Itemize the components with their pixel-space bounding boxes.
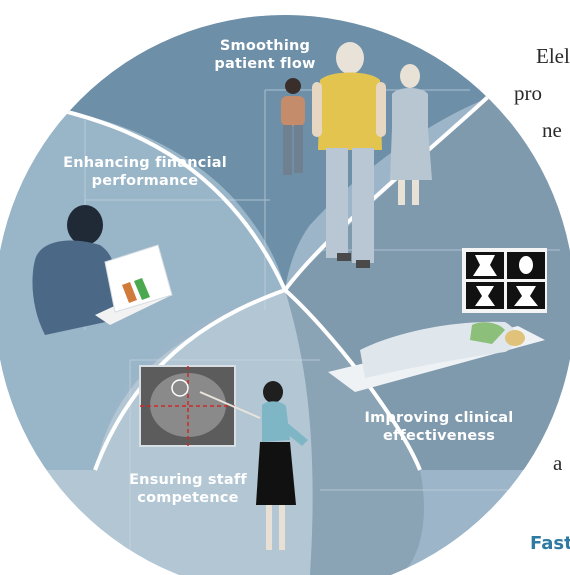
label-financial-line2: performance — [91, 173, 199, 189]
staff-blouse-icon — [262, 401, 290, 442]
walking-man-small-icon — [281, 78, 305, 175]
label-financial-line1: Enhancing financial — [63, 155, 227, 171]
person-body-icon — [32, 240, 117, 335]
patient-head-icon — [505, 330, 525, 346]
article-text-line-1: Elel — [536, 44, 570, 68]
label-ensuring-staff-competence: Ensuring staff competence — [118, 471, 258, 507]
article-text-line-4: a — [553, 451, 563, 475]
staff-skirt-icon — [256, 442, 296, 505]
label-flow-line2: patient flow — [214, 56, 316, 72]
staff-illustration — [139, 365, 308, 550]
staff-head-icon — [263, 381, 283, 403]
swirl-dividers — [59, 93, 492, 471]
bar-orange-icon — [122, 282, 137, 303]
article-text-line-2: pro — [514, 81, 542, 105]
quadrant-lower-right-shape — [285, 290, 424, 575]
label-staff-line1: Ensuring staff — [129, 472, 247, 488]
bar-green-icon — [134, 278, 150, 300]
walking-woman-icon — [390, 64, 432, 205]
pointer-icon — [199, 391, 261, 419]
label-flow-line1: Smoothing — [219, 38, 311, 54]
patient-gown-icon — [470, 322, 505, 344]
article-subheading: Fast — [530, 533, 570, 554]
label-smoothing-patient-flow: Smoothing patient flow — [205, 37, 325, 73]
financial-illustration — [32, 205, 173, 335]
clinical-illustration — [328, 248, 547, 392]
article-text-line-3: ne — [542, 118, 562, 142]
walking-man-yellow-icon — [312, 42, 386, 268]
label-clinical-line1: Improving clinical — [364, 410, 514, 426]
quadrant-flow-shape — [60, 15, 495, 290]
laptop-screen-icon — [104, 244, 173, 313]
scan-images-icon — [462, 248, 547, 313]
patient-flow-illustration — [281, 42, 432, 268]
label-staff-line2: competence — [137, 490, 239, 506]
label-enhancing-financial-performance: Enhancing financial performance — [55, 154, 235, 190]
person-head-icon — [67, 205, 103, 245]
label-improving-clinical-effectiveness: Improving clinical effectiveness — [358, 409, 520, 445]
label-clinical-line2: effectiveness — [382, 428, 496, 444]
